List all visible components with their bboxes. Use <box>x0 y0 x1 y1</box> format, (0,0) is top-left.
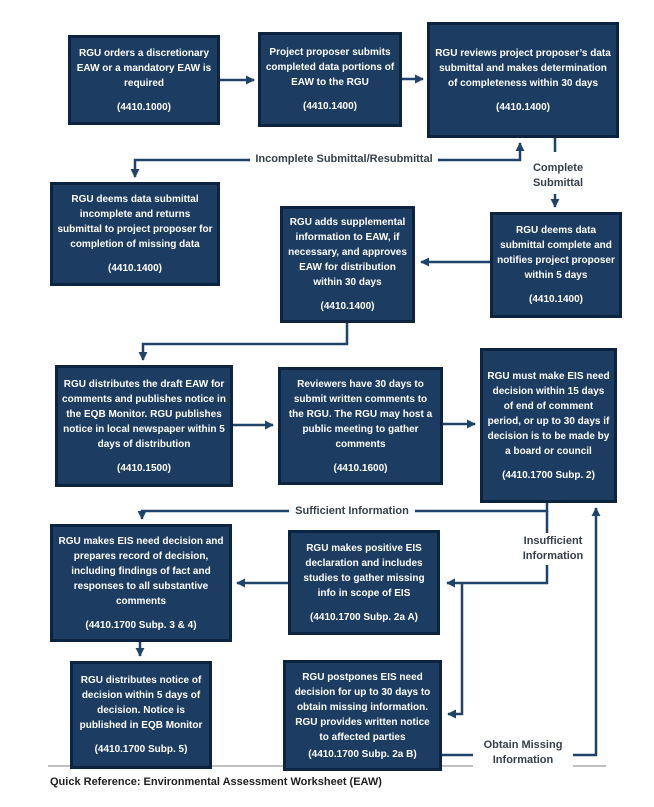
flow-box-notice-of-decision: RGU distributes notice of decision withi… <box>70 661 212 769</box>
flow-box-postpones-decision: RGU postpones EIS need decision for up t… <box>283 660 442 771</box>
box-text: RGU reviews project proposer’s data subm… <box>435 47 611 89</box>
box-citation: (4410.1700 Subp. 2a A) <box>309 611 418 623</box>
box-text: RGU makes EIS need decision and prepares… <box>58 535 224 607</box>
box-text: RGU orders a discretionary EAW or a mand… <box>76 47 212 89</box>
box-citation: (4410.1700 Subp. 3 & 4) <box>85 619 197 631</box>
box-text: Reviewers have 30 days to submit written… <box>288 378 433 450</box>
box-text: RGU deems data submittal complete and no… <box>497 225 615 281</box>
box-citation: (4410.1400) <box>108 263 162 274</box>
box-citation: (4410.1000) <box>117 101 171 113</box>
label-incomplete-submittal: Incomplete Submittal/Resubmittal <box>250 151 438 168</box>
flow-box-proposer-submits: Project proposer submits completed data … <box>258 32 402 127</box>
arrow-insufficient-to-postpone <box>447 583 464 719</box>
box-text: RGU makes positive EIS declaration and i… <box>303 542 425 599</box>
box-text: RGU distributes the draft EAW for commen… <box>62 378 226 450</box>
box-text: RGU must make EIS need decision within 1… <box>487 370 610 457</box>
box-text: RGU adds supplemental information to EAW… <box>288 217 407 288</box>
flow-box-reviewers-comment: Reviewers have 30 days to submit written… <box>278 367 443 485</box>
box-text: RGU deems data submittal incomplete and … <box>57 194 213 250</box>
label-obtain-missing-information: Obtain Missing Information <box>473 737 573 769</box>
box-citation: (4410.1400) <box>320 301 375 312</box>
box-citation: (4410.1500) <box>117 462 171 474</box>
flow-box-deems-incomplete: RGU deems data submittal incomplete and … <box>50 182 220 286</box>
box-citation: (4410.1700 Subp. 2a B) <box>308 748 417 760</box>
flow-box-positive-eis: RGU makes positive EIS declaration and i… <box>288 530 440 635</box>
label-insufficient-information: Insufficient Information <box>514 533 592 565</box>
arrow-incomplete-to-deems-incomplete <box>130 158 250 178</box>
flow-box-order-eaw: RGU orders a discretionary EAW or a mand… <box>68 35 220 125</box>
flow-box-distributes-draft: RGU distributes the draft EAW for commen… <box>55 365 233 487</box>
flow-box-adds-supplemental: RGU adds supplemental information to EAW… <box>280 206 415 323</box>
footer-caption: Quick Reference: Environmental Assessmen… <box>50 776 382 788</box>
flow-box-record-of-decision: RGU makes EIS need decision and prepares… <box>50 524 232 642</box>
box-text: Project proposer submits completed data … <box>265 47 395 88</box>
label-sufficient-information: Sufficient Information <box>289 503 415 520</box>
box-citation: (4410.1600) <box>333 462 388 474</box>
box-citation: (4410.1700 Subp. 5) <box>94 744 188 755</box>
flow-box-deems-complete: RGU deems data submittal complete and no… <box>490 212 622 318</box>
box-citation: (4410.1400) <box>529 294 583 305</box>
box-text: RGU postpones EIS need decision for up t… <box>294 671 431 743</box>
label-complete-submittal: Complete Submittal <box>522 160 594 192</box>
flow-box-eis-need-decision: RGU must make EIS need decision within 1… <box>480 348 617 503</box>
box-text: RGU distributes notice of decision withi… <box>79 675 203 731</box>
box-citation: (4410.1700 Subp. 2) <box>502 469 595 481</box>
arrow-supplemental-to-distribute <box>138 323 349 361</box>
flow-box-rgu-reviews: RGU reviews project proposer’s data subm… <box>427 22 619 138</box>
box-citation: (4410.1400) <box>303 101 357 112</box>
box-citation: (4410.1400) <box>496 101 550 113</box>
arrow-resubmittal-to-review <box>432 142 525 162</box>
